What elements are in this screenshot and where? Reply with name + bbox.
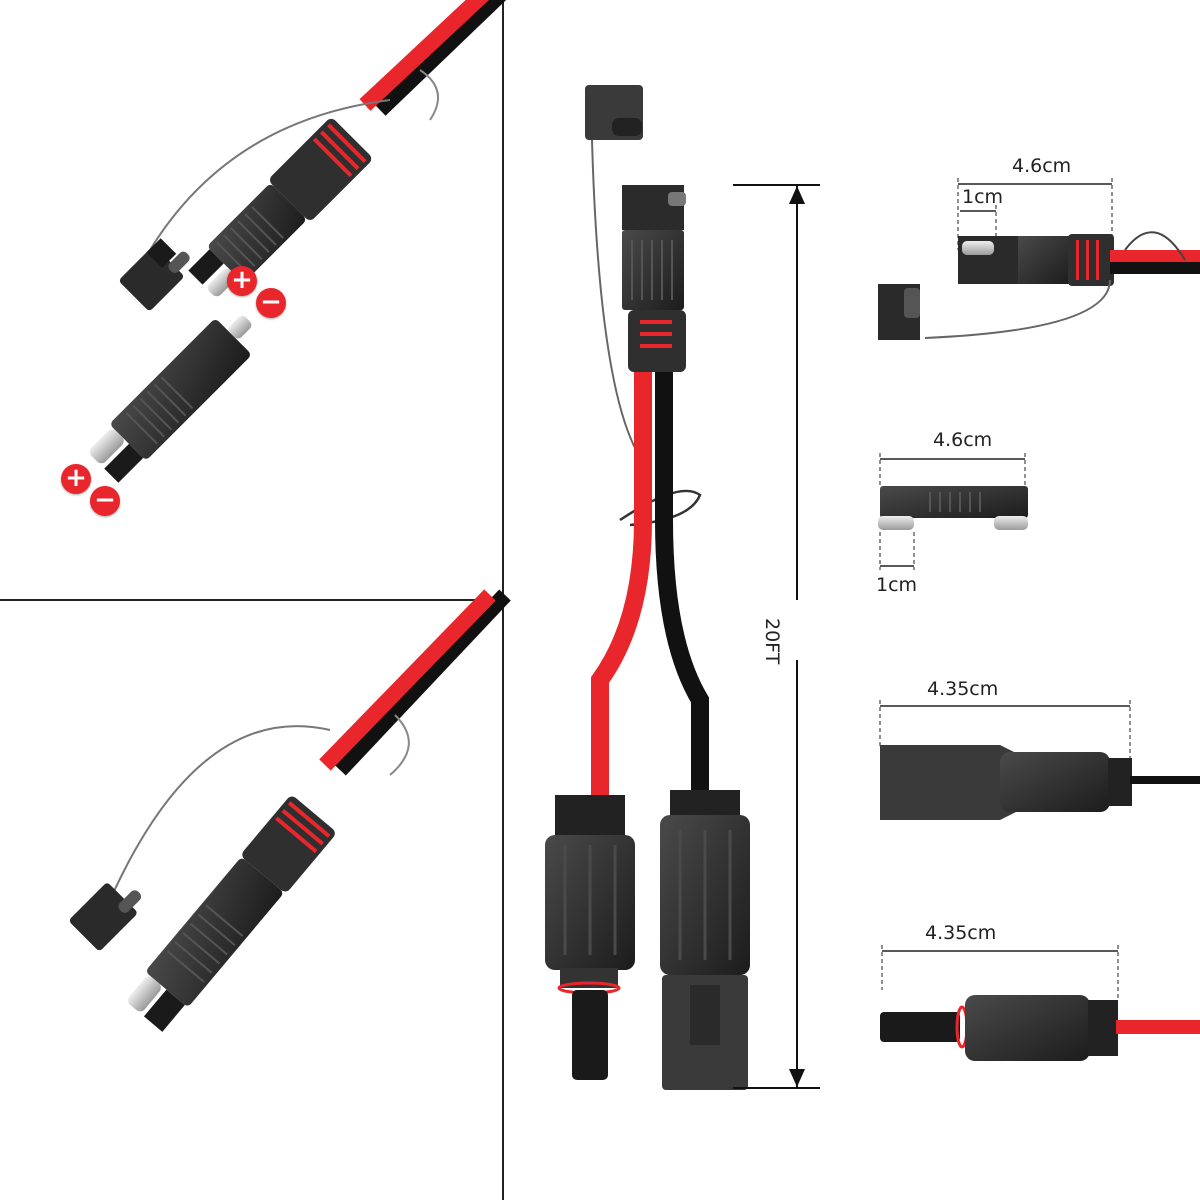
mc4-to-sae-cable xyxy=(545,85,820,1090)
sae-capped-total-label: 4.6cm xyxy=(1012,155,1072,177)
sae-connector-pair-separated xyxy=(89,0,507,483)
sae-capped-detail xyxy=(878,178,1200,340)
mc4-female-total-label: 4.35cm xyxy=(925,922,997,944)
mc4-female-connector-center xyxy=(660,790,750,1090)
negative-marker-top: − xyxy=(256,288,286,318)
sae-capped-pin-label: 1cm xyxy=(962,186,1004,208)
mc4-female-detail xyxy=(880,945,1200,1061)
negative-marker-bottom: − xyxy=(90,486,120,516)
sae-plug-total-label: 4.6cm xyxy=(933,429,993,451)
positive-marker-top: + xyxy=(227,266,257,296)
positive-marker-bottom: + xyxy=(61,464,91,494)
horizontal-divider xyxy=(0,599,503,601)
sae-connector-capped xyxy=(69,589,511,1032)
cable-length-label: 20FT xyxy=(759,612,785,671)
mc4-male-total-label: 4.35cm xyxy=(927,678,999,700)
mc4-male-detail xyxy=(879,700,1200,820)
sae-plug-pin-label: 1cm xyxy=(876,574,918,596)
mc4-male-connector-center xyxy=(545,795,635,1080)
sae-plug-detail xyxy=(878,453,1028,570)
